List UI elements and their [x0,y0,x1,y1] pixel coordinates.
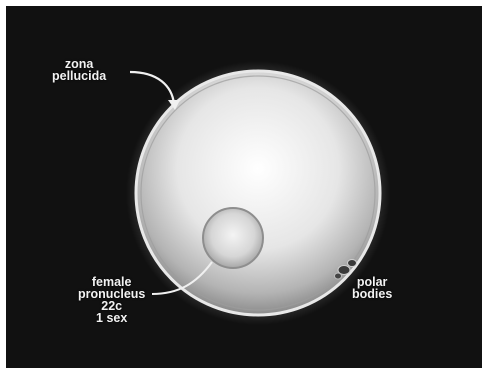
female-pronucleus-label: female pronucleus 22c 1 sex [78,276,145,324]
zona-label-line2: pellucida [52,70,106,82]
female-label-line4: 1 sex [78,312,145,324]
zona-pellucida-label: zona pellucida [52,58,106,82]
polar-bodies-label: polar bodies [352,276,392,300]
polar-label-line2: bodies [352,288,392,300]
female-pronucleus [203,208,263,268]
